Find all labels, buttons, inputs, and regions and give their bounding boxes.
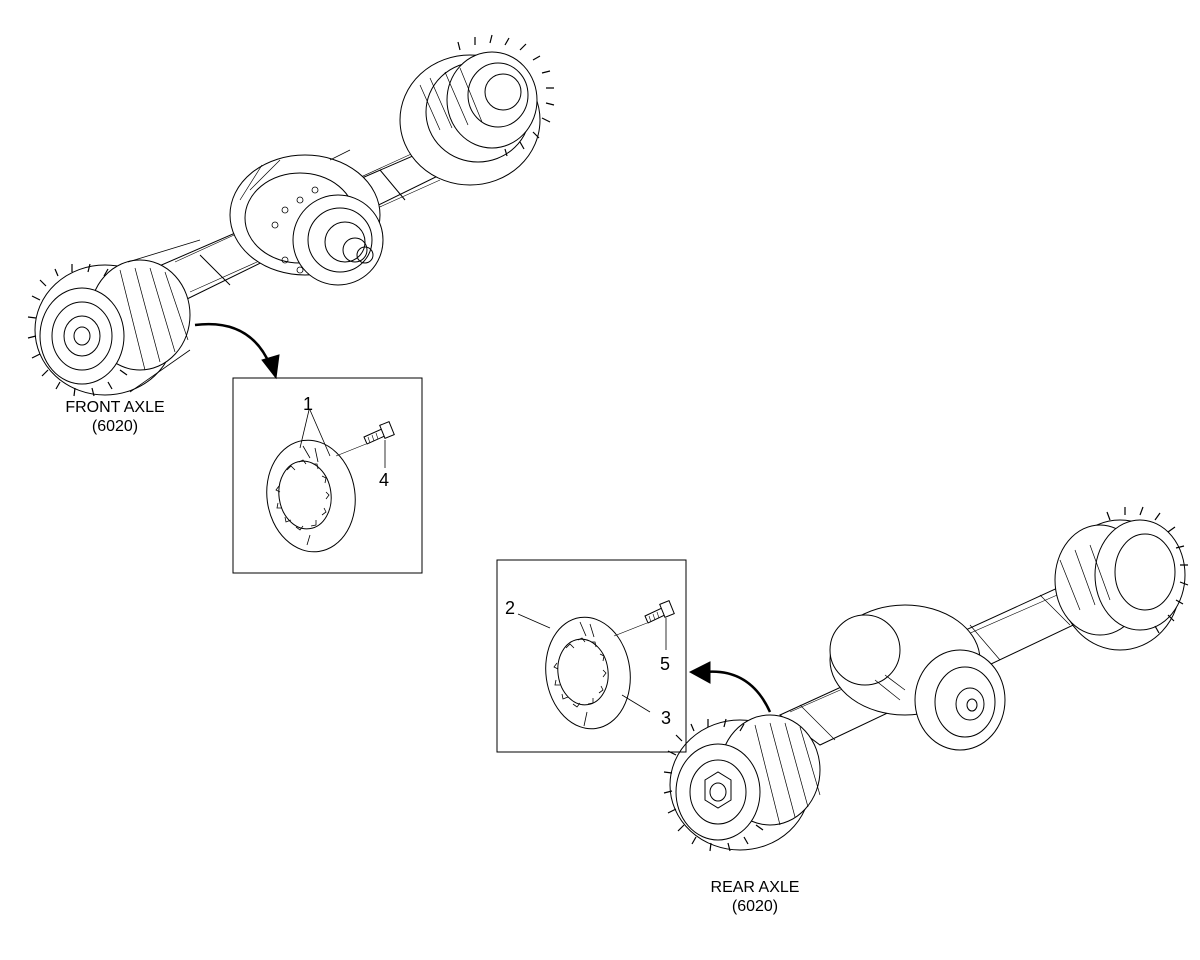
front-axle-drawing: [28, 35, 554, 396]
callout-4: 4: [379, 470, 390, 490]
bolt-4-shape: [336, 422, 394, 456]
rear-axle-drawing: [664, 507, 1188, 851]
rear-detail-box: [497, 560, 686, 752]
bolt-5-shape: [614, 601, 674, 636]
front-detail-box: [233, 378, 422, 573]
rear-axle-code: (6020): [731, 898, 779, 915]
front-detail-arrow: [195, 324, 279, 378]
callout-1: 1: [303, 394, 314, 414]
front-axle-code: (6020): [91, 418, 139, 435]
rear-detail-arrow: [690, 662, 770, 712]
callout-5: 5: [660, 654, 671, 674]
callout-2: 2: [505, 598, 516, 618]
rear-axle-name: REAR AXLE: [710, 879, 800, 896]
rear-axle-caption: REAR AXLE (6020): [680, 878, 830, 916]
front-axle-name: FRONT AXLE: [65, 399, 165, 416]
front-axle-caption: FRONT AXLE (6020): [40, 398, 190, 436]
callout-3: 3: [661, 708, 672, 728]
